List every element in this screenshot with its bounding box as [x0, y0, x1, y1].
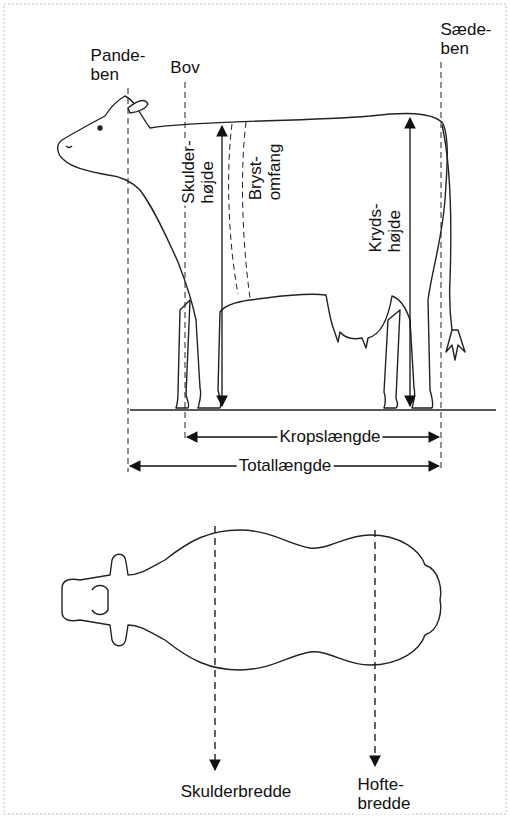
tail-tuft	[446, 330, 465, 360]
dimension-label: Kryds- højde	[367, 201, 404, 254]
cow-ear	[128, 101, 148, 113]
ground-line	[130, 409, 496, 411]
shoulder-height-arrow	[221, 126, 222, 406]
girth-line	[229, 124, 238, 294]
cow-body	[58, 96, 448, 408]
hip-width-arrow	[374, 530, 375, 766]
frame	[4, 4, 506, 814]
width-arrows	[215, 526, 375, 770]
cow-nostril	[66, 146, 72, 148]
cow-side-view	[58, 96, 465, 408]
hip-height-arrow	[409, 118, 410, 406]
anatomy-label: Bov	[168, 59, 201, 78]
reference-lines	[128, 62, 441, 472]
cow-tail	[442, 125, 452, 330]
dimension-label: Bryst- omfang	[247, 142, 284, 203]
anatomy-label: Sæde- ben	[438, 21, 493, 58]
forehead-line	[128, 88, 129, 472]
dimension-label: Skulderbredde	[179, 783, 294, 802]
dimension-label: Hofte- bredde	[356, 777, 413, 814]
far-front-leg	[176, 300, 190, 408]
pin-bone-line	[441, 62, 442, 472]
dimension-label: Skulder- højde	[180, 138, 217, 205]
cow-outline-top	[62, 530, 441, 670]
dimension-label: Totallængde	[237, 457, 334, 476]
dimension-label: Kropslængde	[277, 428, 382, 447]
cow-eye	[98, 126, 102, 130]
cow-head-mark	[92, 586, 108, 615]
cow-top-view	[62, 530, 441, 670]
anatomy-label: Pande- ben	[89, 47, 148, 84]
dimension-arrows	[130, 118, 439, 466]
shoulder-width-arrow	[214, 526, 215, 770]
shoulder-point-line	[185, 82, 186, 442]
far-hind-leg	[384, 310, 400, 408]
